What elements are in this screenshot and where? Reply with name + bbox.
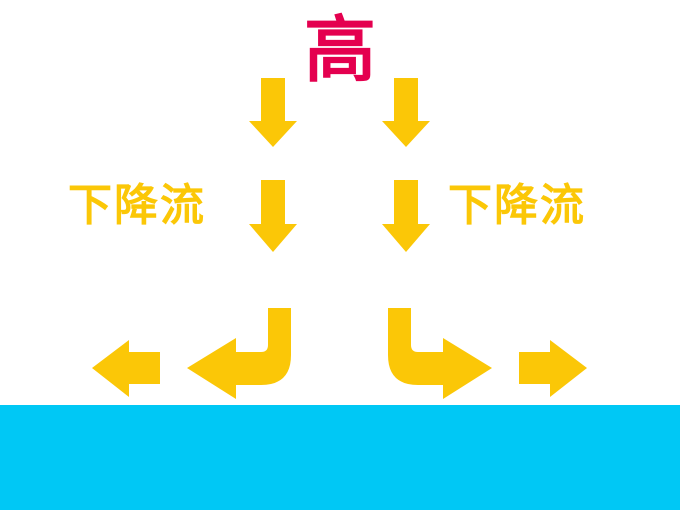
down-arrow-right-lower: [382, 180, 430, 252]
high-pressure-label: 高: [303, 8, 376, 92]
downdraft-label-right: 下降流: [448, 180, 586, 231]
elbow-arrow-left: [187, 308, 291, 399]
left-arrow-outer: [92, 340, 160, 397]
down-arrow-right-upper: [382, 78, 430, 147]
sea-surface-band: [0, 405, 680, 510]
right-arrow-outer: [519, 340, 587, 397]
down-arrow-left-upper: [249, 78, 297, 147]
downdraft-label-left: 下降流: [68, 180, 206, 231]
elbow-arrow-right: [388, 308, 492, 399]
down-arrow-left-lower: [249, 180, 297, 252]
